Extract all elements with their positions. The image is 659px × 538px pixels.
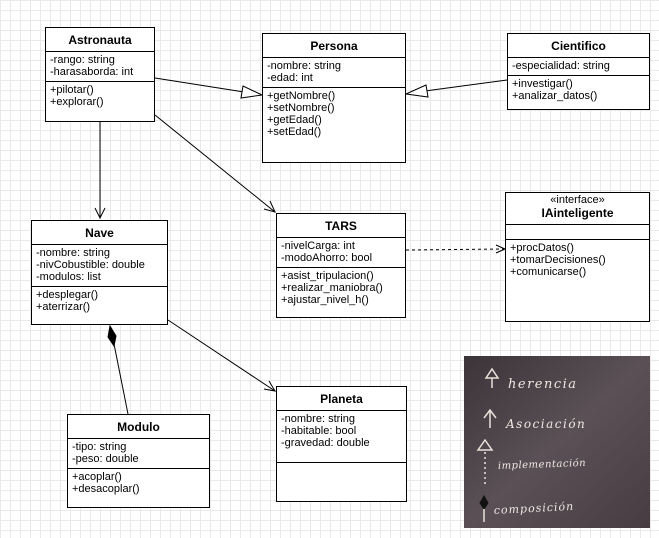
attributes-section: -nombre: string -nivCobustible: double -… xyxy=(32,245,167,287)
attributes-section: -nivelCarga: int -modoAhorro: bool xyxy=(277,238,405,268)
class-nave[interactable]: Nave -nombre: string -nivCobustible: dou… xyxy=(31,220,168,325)
attribute: -nivelCarga: int xyxy=(281,240,355,252)
class-name: Persona xyxy=(263,34,405,58)
inheritance-cientifico-persona xyxy=(424,79,508,92)
method: +explorar() xyxy=(50,96,104,108)
attributes-section: -especialidad: string xyxy=(508,58,649,76)
methods-section: +desplegar() +aterrizar() xyxy=(32,287,167,316)
association-arrowhead xyxy=(263,200,276,213)
method: +tomarDecisiones() xyxy=(510,254,606,266)
methods-section: +acoplar() +desacoplar() xyxy=(68,469,209,498)
inheritance-astronauta-persona xyxy=(154,77,245,93)
class-modulo[interactable]: Modulo -tipo: string -peso: double +acop… xyxy=(67,414,210,508)
class-name: Nave xyxy=(32,221,167,245)
attribute: -habitable: bool xyxy=(281,425,357,437)
inheritance-arrowhead xyxy=(240,85,264,99)
legend-photo-drawing: herencia Asociación implementación compo… xyxy=(464,356,650,528)
attributes-section xyxy=(506,225,649,240)
method: +asist_tripulacion() xyxy=(281,270,374,282)
attribute: -peso: double xyxy=(72,453,139,465)
class-name: IAinteligente xyxy=(541,206,614,220)
attribute: -rango: string xyxy=(50,54,115,66)
inheritance-arrowhead xyxy=(404,84,429,98)
class-cientifico[interactable]: Cientifico -especialidad: string +invest… xyxy=(507,33,650,110)
stereotype-label: «interface» xyxy=(550,194,605,206)
composition-diamond xyxy=(107,324,117,348)
interface-header: «interface» IAinteligente xyxy=(506,193,649,225)
attribute: -nombre: string xyxy=(267,60,341,72)
method: +getNombre() xyxy=(267,90,336,102)
realization-tars-iainteligente xyxy=(405,248,506,251)
composition-nave-modulo xyxy=(113,343,129,415)
method: +setEdad() xyxy=(267,126,322,138)
class-name: Cientifico xyxy=(508,34,649,58)
methods-section: +procDatos() +tomarDecisiones() +comunic… xyxy=(506,240,649,281)
method: +getEdad() xyxy=(267,114,322,126)
attributes-section: -nombre: string -edad: int xyxy=(263,58,405,88)
attribute: -nombre: string xyxy=(36,247,110,259)
method: +realizar_maniobra() xyxy=(281,282,383,294)
method: +ajustar_nivel_h() xyxy=(281,294,369,306)
interface-iainteligente[interactable]: «interface» IAinteligente +procDatos() +… xyxy=(505,192,650,322)
method: +procDatos() xyxy=(510,242,574,254)
methods-section: +asist_tripulacion() +realizar_maniobra(… xyxy=(277,268,405,309)
attribute: -modoAhorro: bool xyxy=(281,252,373,264)
class-name: Planeta xyxy=(277,387,406,411)
attributes-section: -nombre: string -habitable: bool -graved… xyxy=(277,411,406,463)
methods-section: +getNombre() +setNombre() +getEdad() +se… xyxy=(263,88,405,141)
attributes-section: -tipo: string -peso: double xyxy=(68,439,209,469)
attribute: -edad: int xyxy=(267,72,313,84)
association-arrowhead xyxy=(263,380,276,392)
legend-entry-implementation: implementación xyxy=(498,458,587,472)
method: +desacoplar() xyxy=(72,483,140,495)
legend-photo: herencia Asociación implementación compo… xyxy=(464,356,650,528)
method: +comunicarse() xyxy=(510,266,587,278)
attribute: -gravedad: double xyxy=(281,437,370,449)
method: +desplegar() xyxy=(36,289,99,301)
class-astronauta[interactable]: Astronauta -rango: string -harasaborda: … xyxy=(45,27,155,122)
method: +pilotar() xyxy=(50,84,94,96)
class-tars[interactable]: TARS -nivelCarga: int -modoAhorro: bool … xyxy=(276,213,406,318)
attributes-section: -rango: string -harasaborda: int xyxy=(46,52,154,82)
attribute: -nivCobustible: double xyxy=(36,259,145,271)
class-name: Modulo xyxy=(68,415,209,439)
attribute: -especialidad: string xyxy=(512,60,610,72)
methods-section: +investigar() +analizar_datos() xyxy=(508,76,649,105)
methods-section: +pilotar() +explorar() xyxy=(46,82,154,111)
class-name: Astronauta xyxy=(46,28,154,52)
class-name: TARS xyxy=(277,214,405,238)
association-astronauta-tars xyxy=(154,114,276,213)
association-nave-planeta xyxy=(167,319,276,392)
attribute: -nombre: string xyxy=(281,413,355,425)
association-arrowhead xyxy=(94,207,106,220)
methods-section xyxy=(277,463,406,468)
attribute: -tipo: string xyxy=(72,441,127,453)
legend-entry-inheritance: herencia xyxy=(508,377,578,392)
method: +aterrizar() xyxy=(36,301,91,313)
method: +setNombre() xyxy=(267,102,335,114)
method: +investigar() xyxy=(512,78,573,90)
attribute: -modulos: list xyxy=(36,271,101,283)
class-persona[interactable]: Persona -nombre: string -edad: int +getN… xyxy=(262,33,406,163)
attribute: -harasaborda: int xyxy=(50,66,134,78)
method: +analizar_datos() xyxy=(512,90,598,102)
method: +acoplar() xyxy=(72,471,122,483)
legend-entry-association: Asociación xyxy=(505,417,586,431)
class-planeta[interactable]: Planeta -nombre: string -habitable: bool… xyxy=(276,386,407,502)
legend-entry-composition: composición xyxy=(493,500,574,517)
